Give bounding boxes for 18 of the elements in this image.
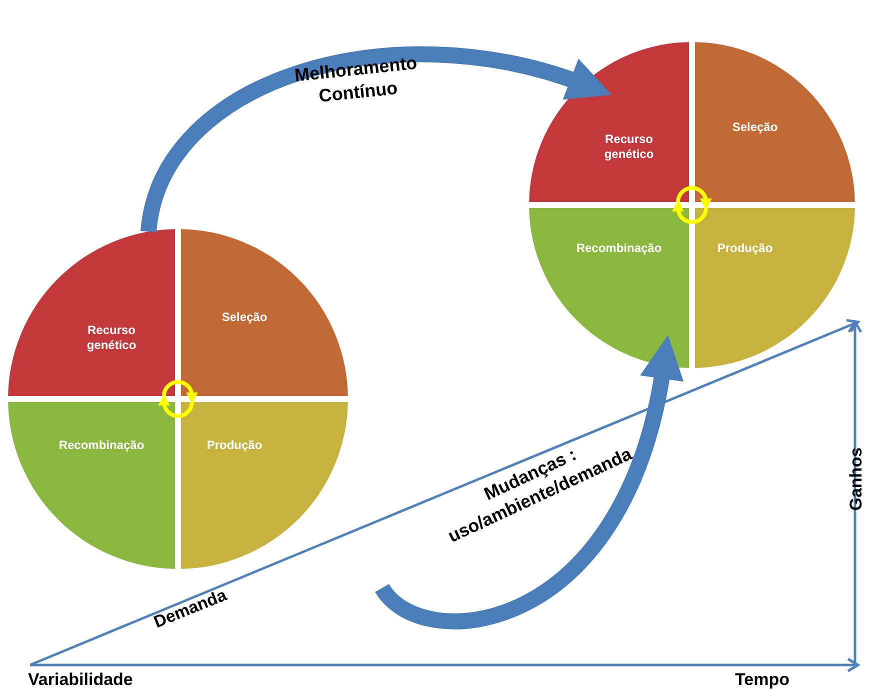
quadrant-label: Seleção <box>731 120 779 134</box>
quadrant-label: Produção <box>206 438 264 453</box>
quadrant-label: Recurso genético <box>86 322 138 352</box>
quadrant-label: Recombinação <box>58 438 146 453</box>
curved-block-arrow <box>140 46 612 234</box>
axis-label: Tempo <box>735 669 790 690</box>
quadrant-label: Produção <box>716 240 774 256</box>
cycle-arrow <box>672 200 708 224</box>
cycle-arrow <box>162 380 198 404</box>
edge-label: Melhoramento Contínuo <box>292 52 419 108</box>
cycle-arrow <box>158 394 194 418</box>
curved-block-arrow <box>376 335 683 629</box>
axis-label: Variabilidade <box>28 669 133 690</box>
axis-label: Ganhos <box>845 450 866 511</box>
quadrant-label: Recombinação <box>575 240 663 256</box>
quadrant-label: Recurso genético <box>603 132 655 162</box>
cycle-arrow <box>676 186 712 210</box>
quadrant-label: Seleção <box>220 310 268 325</box>
